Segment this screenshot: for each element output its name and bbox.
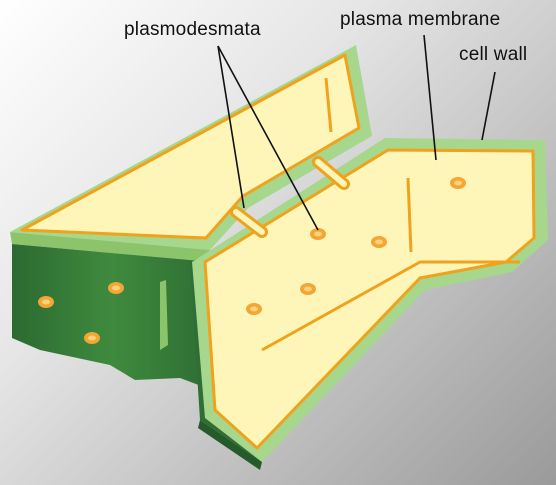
left-cell-front-face xyxy=(12,244,212,390)
left-organelle-1-inner xyxy=(42,300,50,305)
right-organelle-1-inner xyxy=(454,181,462,186)
right-organelle-2-inner xyxy=(314,232,322,237)
left-organelle-3-inner xyxy=(88,336,96,341)
label-plasmodesmata: plasmodesmata xyxy=(124,20,261,39)
right-organelle-3-inner xyxy=(375,240,383,245)
right-organelle-4-inner xyxy=(304,287,312,292)
cell-wall-leader xyxy=(482,72,495,140)
label-cell-wall: cell wall xyxy=(459,45,527,64)
label-plasma-membrane: plasma membrane xyxy=(340,10,500,29)
left-organelle-2-inner xyxy=(112,286,120,291)
right-organelle-5-inner xyxy=(250,307,258,312)
